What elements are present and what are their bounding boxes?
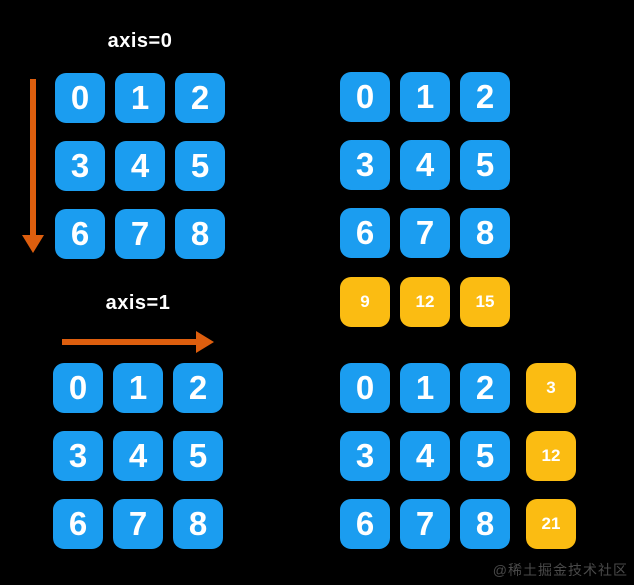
sum-cell: 12 xyxy=(526,431,576,481)
matrix-cell: 0 xyxy=(55,73,105,123)
axis0-arrow-down-icon xyxy=(30,79,36,236)
matrix-cell: 1 xyxy=(400,72,450,122)
watermark: @稀土掘金技术社区 xyxy=(492,562,628,578)
matrix-cell: 3 xyxy=(340,140,390,190)
matrix-cell: 4 xyxy=(400,140,450,190)
matrix-cell: 7 xyxy=(400,499,450,549)
axis0-arrow-down-head-icon xyxy=(22,235,44,253)
matrix-cell: 4 xyxy=(400,431,450,481)
sum-cell: 15 xyxy=(460,277,510,327)
matrix-cell: 5 xyxy=(173,431,223,481)
matrix-cell: 4 xyxy=(113,431,163,481)
matrix-cell: 8 xyxy=(175,209,225,259)
matrix-cell: 0 xyxy=(340,72,390,122)
sum-cell: 9 xyxy=(340,277,390,327)
matrix-cell: 2 xyxy=(460,72,510,122)
matrix-cell: 5 xyxy=(175,141,225,191)
matrix-cell: 2 xyxy=(175,73,225,123)
matrix-cell: 3 xyxy=(53,431,103,481)
matrix-cell: 0 xyxy=(53,363,103,413)
matrix-cell: 7 xyxy=(113,499,163,549)
matrix-cell: 6 xyxy=(340,208,390,258)
matrix-cell: 6 xyxy=(340,499,390,549)
matrix-cell: 2 xyxy=(460,363,510,413)
matrix-cell: 2 xyxy=(173,363,223,413)
sum-cell: 3 xyxy=(526,363,576,413)
sum-cell: 12 xyxy=(400,277,450,327)
matrix-cell: 5 xyxy=(460,140,510,190)
axis1-arrow-right-icon xyxy=(62,339,197,345)
matrix-cell: 6 xyxy=(55,209,105,259)
matrix-cell: 3 xyxy=(340,431,390,481)
axis1-label: axis=1 xyxy=(105,292,171,314)
axis0-label: axis=0 xyxy=(107,30,173,52)
axis1-arrow-right-head-icon xyxy=(196,331,214,353)
sum-cell: 21 xyxy=(526,499,576,549)
matrix-cell: 6 xyxy=(53,499,103,549)
matrix-cell: 0 xyxy=(340,363,390,413)
matrix-cell: 8 xyxy=(460,499,510,549)
axis1-sum-column: 3 12 21 xyxy=(526,363,576,549)
matrix-cell: 5 xyxy=(460,431,510,481)
matrix-cell: 1 xyxy=(400,363,450,413)
matrix-cell: 8 xyxy=(460,208,510,258)
matrix-cell: 7 xyxy=(400,208,450,258)
matrix-cell: 8 xyxy=(173,499,223,549)
matrix-cell: 7 xyxy=(115,209,165,259)
matrix-cell: 1 xyxy=(115,73,165,123)
matrix-cell: 4 xyxy=(115,141,165,191)
matrix-cell: 1 xyxy=(113,363,163,413)
matrix-cell: 3 xyxy=(55,141,105,191)
